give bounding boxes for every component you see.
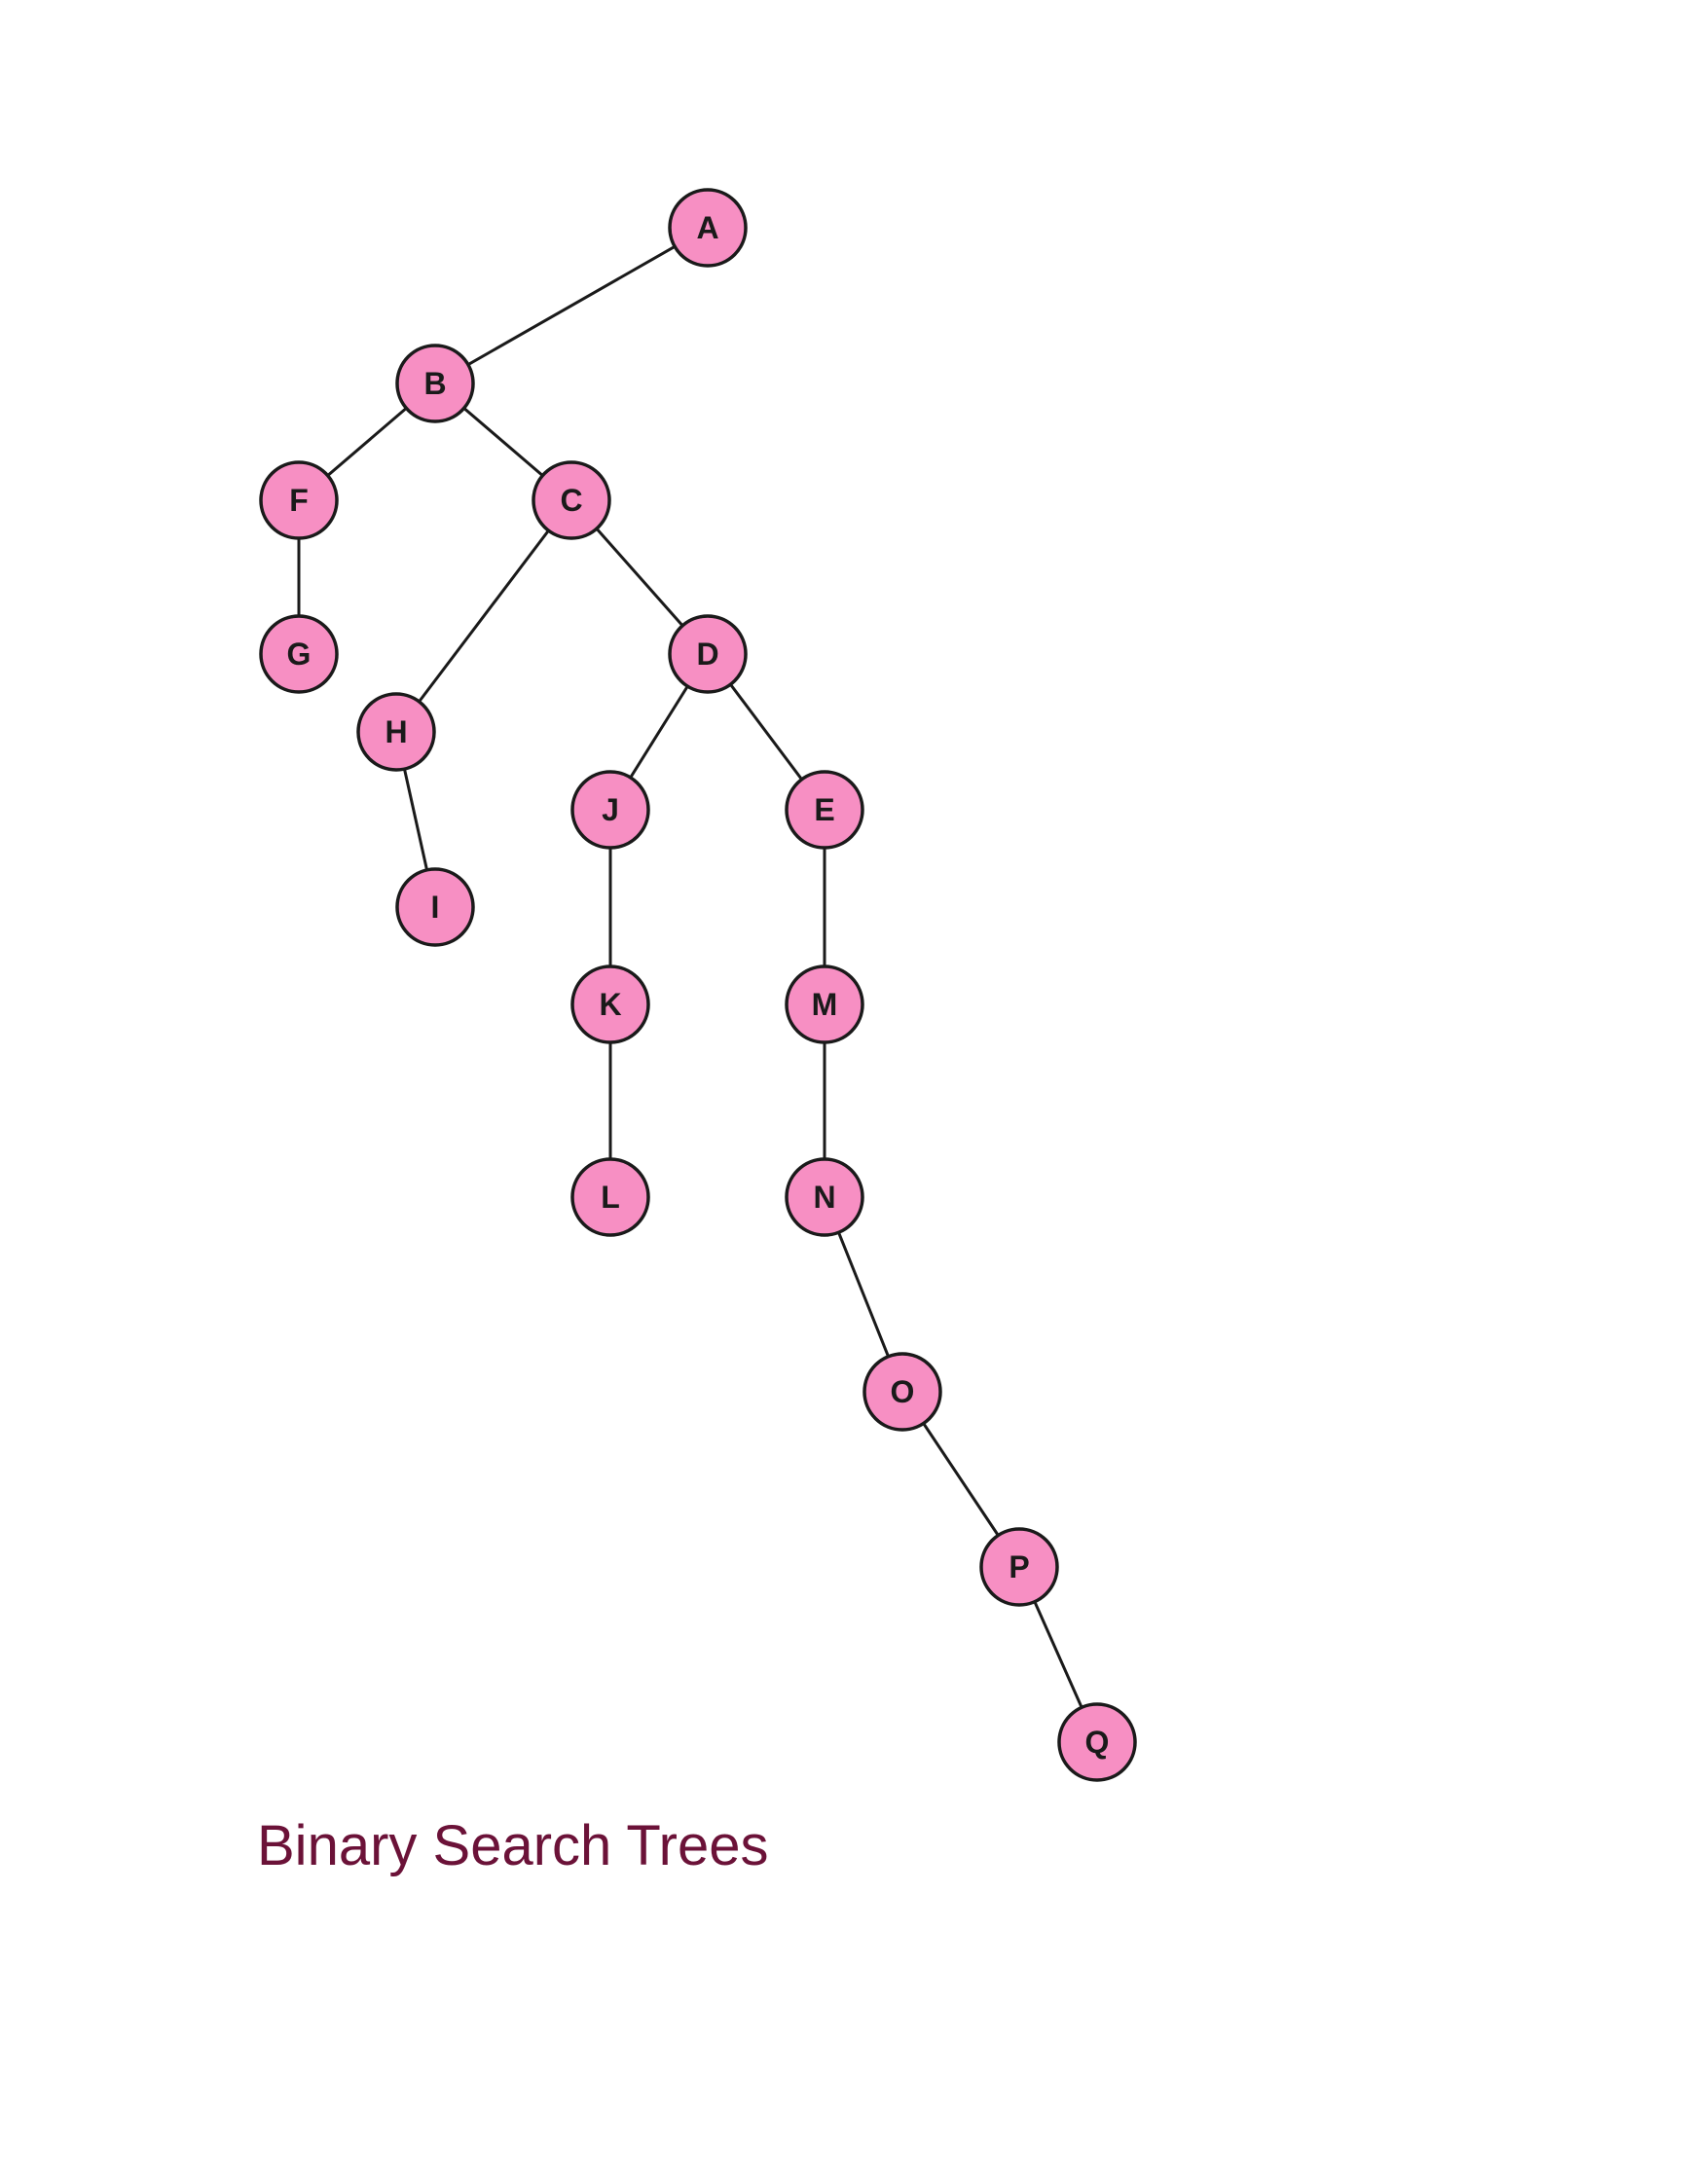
node-circle — [570, 1157, 650, 1237]
node-circle — [570, 965, 650, 1044]
node-label: B — [423, 366, 446, 401]
tree-node-n: N — [785, 1157, 864, 1237]
node-label: I — [431, 890, 440, 925]
node-circle — [668, 614, 748, 694]
node-circle — [570, 770, 650, 850]
node-label: K — [599, 987, 621, 1022]
node-circle — [259, 460, 339, 540]
edge-a-b — [434, 226, 709, 385]
tree-node-d: D — [668, 614, 748, 694]
node-label: A — [696, 210, 718, 245]
node-circle — [532, 460, 611, 540]
nodes-layer: A B C D E F G H I J K L M N O P Q — [259, 188, 1137, 1782]
node-label: E — [814, 792, 834, 827]
tree-node-f: F — [259, 460, 339, 540]
node-circle — [259, 614, 339, 694]
node-label: H — [385, 714, 407, 749]
node-circle — [979, 1527, 1059, 1607]
node-label: P — [1009, 1549, 1029, 1584]
node-circle — [356, 692, 436, 772]
tree-node-q: Q — [1057, 1702, 1137, 1782]
tree-node-c: C — [532, 460, 611, 540]
node-circle — [862, 1352, 942, 1432]
node-label: L — [601, 1180, 620, 1215]
node-label: C — [560, 483, 582, 518]
diagram-caption: Binary Search Trees — [257, 1814, 769, 1877]
node-label: F — [289, 483, 309, 518]
node-label: M — [812, 987, 838, 1022]
edges-layer — [297, 226, 1099, 1743]
tree-node-h: H — [356, 692, 436, 772]
node-label: D — [696, 637, 718, 672]
tree-node-b: B — [395, 344, 475, 423]
node-label: J — [602, 792, 619, 827]
node-circle — [668, 188, 748, 268]
node-circle — [395, 344, 475, 423]
node-circle — [785, 770, 864, 850]
tree-node-l: L — [570, 1157, 650, 1237]
tree-node-e: E — [785, 770, 864, 850]
node-label: N — [813, 1180, 835, 1215]
tree-node-o: O — [862, 1352, 942, 1432]
node-circle — [785, 965, 864, 1044]
node-label: Q — [1085, 1725, 1110, 1760]
tree-node-k: K — [570, 965, 650, 1044]
node-label: O — [891, 1374, 915, 1409]
edge-c-h — [394, 499, 573, 733]
tree-node-i: I — [395, 867, 475, 947]
tree-node-m: M — [785, 965, 864, 1044]
node-circle — [785, 1157, 864, 1237]
node-label: G — [287, 637, 312, 672]
node-circle — [1057, 1702, 1137, 1782]
node-circle — [395, 867, 475, 947]
tree-node-a: A — [668, 188, 748, 268]
tree-node-j: J — [570, 770, 650, 850]
tree-node-p: P — [979, 1527, 1059, 1607]
tree-node-g: G — [259, 614, 339, 694]
